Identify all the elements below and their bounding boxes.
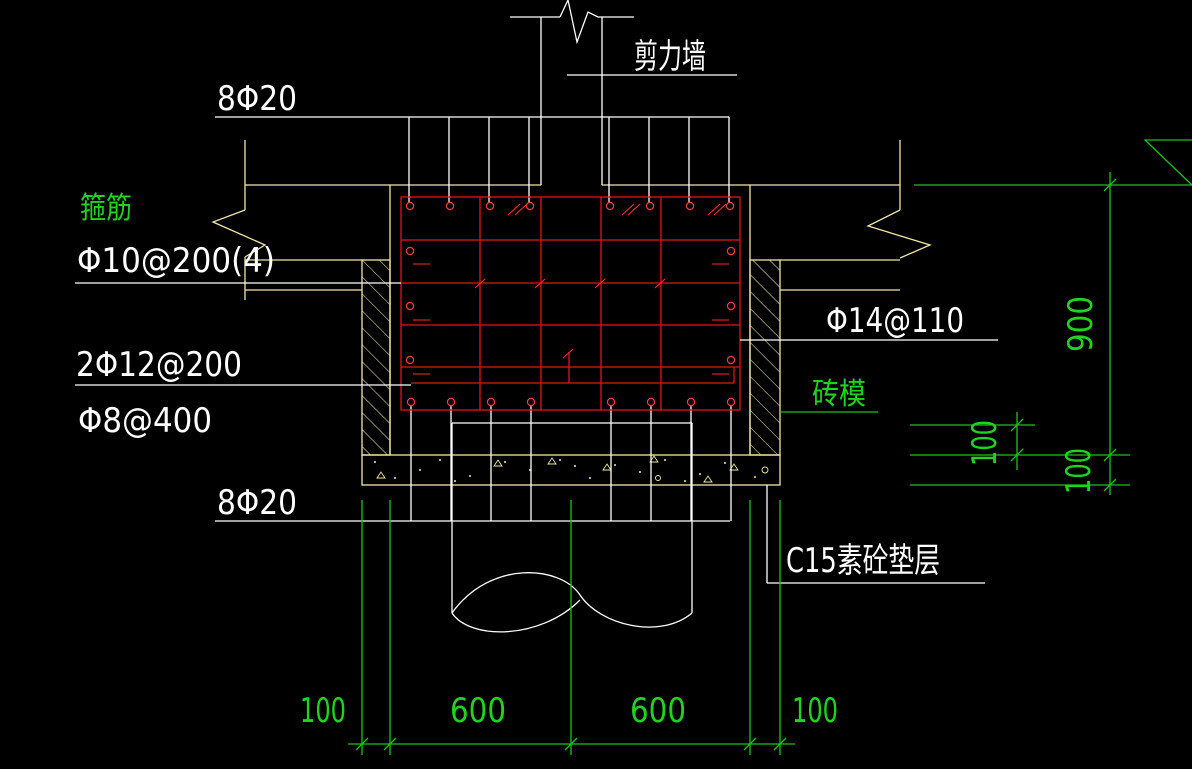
distribution-bars-label: Φ14@110 xyxy=(826,301,964,341)
slab-break-left xyxy=(211,140,267,300)
bottom-bars-label: 8Φ20 xyxy=(217,483,297,523)
rebar-dots xyxy=(405,201,736,407)
stirrup-title-label: 箍筋 xyxy=(80,191,132,226)
leader-lines xyxy=(75,282,998,584)
rebar-cage xyxy=(400,196,741,411)
dim-right-inner-100: 100 xyxy=(965,420,1005,466)
slab-break-right xyxy=(866,140,932,259)
dim-bottom-right-600: 600 xyxy=(630,691,686,731)
brick-form-left xyxy=(361,259,391,456)
dim-bottom-left-600: 600 xyxy=(450,691,506,731)
pile-outline xyxy=(451,422,693,633)
dim-right-900: 900 xyxy=(1061,296,1101,352)
dim-bottom-right-100: 100 xyxy=(792,691,838,731)
cushion-label: C15素砼垫层 xyxy=(786,541,940,581)
bottom-dimensions xyxy=(348,500,795,755)
dim-right-outer-100: 100 xyxy=(1059,448,1099,494)
vertical-rebars-top xyxy=(215,116,730,205)
side-bars-label: 2Φ12@200 xyxy=(76,345,242,385)
top-bars-label: 8Φ20 xyxy=(217,79,297,119)
cushion-layer xyxy=(361,454,781,486)
tie-bars-label: Φ8@400 xyxy=(78,401,212,441)
stirrup-spec-label: Φ10@200(4) xyxy=(77,241,275,281)
shear-wall-label: 剪力墙 xyxy=(634,37,706,77)
slab-outline xyxy=(245,184,900,455)
right-dimensions xyxy=(910,139,1192,495)
dim-bottom-left-100: 100 xyxy=(300,691,346,731)
brick-form-label: 砖模 xyxy=(812,377,866,412)
vertical-rebars-bottom xyxy=(215,403,732,522)
shear-wall-outline xyxy=(510,0,737,185)
brick-form-right xyxy=(749,259,781,456)
